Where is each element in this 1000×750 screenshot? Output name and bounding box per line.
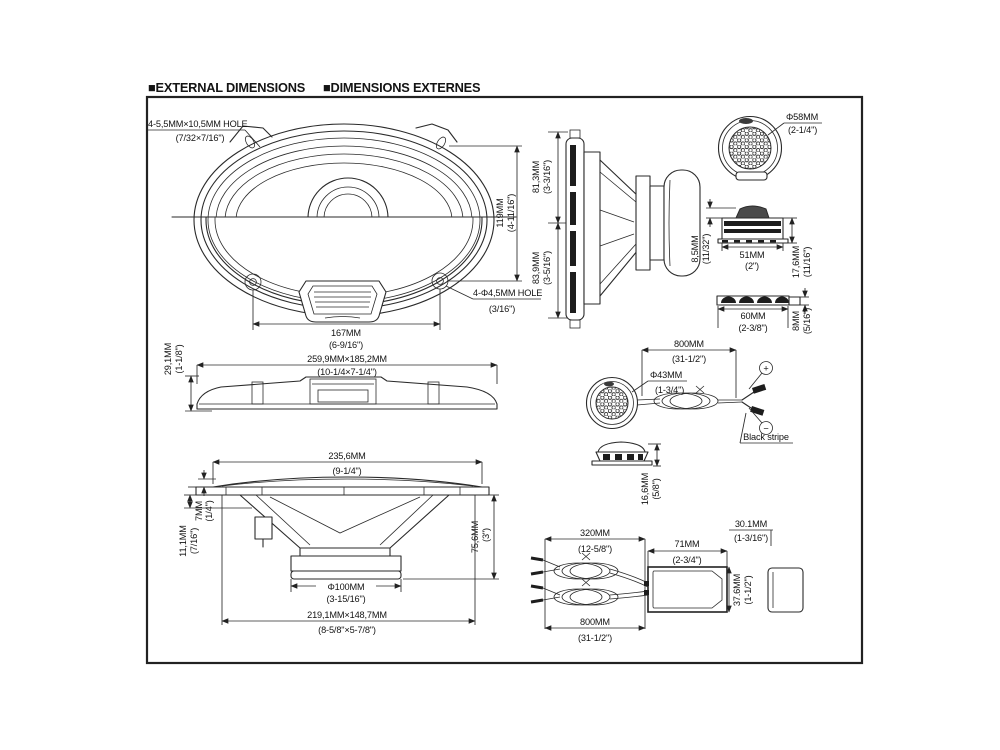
mount-tab-right xyxy=(415,123,458,143)
tweeter-mount-view: 16,6MM (5/8") xyxy=(591,441,661,505)
dim-mount-mm: 16,6MM xyxy=(640,473,650,505)
dim-grh-in: (5/16") xyxy=(802,308,812,334)
screw-hole-left xyxy=(244,273,262,291)
svg-text:+: + xyxy=(763,363,768,373)
tweeter-mesh-small xyxy=(595,386,629,420)
dim-wire-mm: 800MM xyxy=(674,339,704,349)
dim-xbw-in: (2-3/4") xyxy=(672,555,701,565)
dim-upper-in: (3-3/16") xyxy=(542,160,552,194)
diagram-border xyxy=(145,95,864,665)
dim-twh-mm: 17,6MM xyxy=(791,246,801,278)
dim-cutout-mm: 219,1MM×148,7MM xyxy=(307,610,387,620)
dim-grh-mm: 8MM xyxy=(791,311,801,331)
dim-xw1-in: (12-5/8") xyxy=(578,544,612,554)
label-hole-top-mm: 4-5,5MM×10,5MM HOLE xyxy=(148,119,248,129)
crossover-side-box xyxy=(767,567,804,613)
dim-grille-in: (1/4") xyxy=(204,500,214,521)
plus-terminal-icon: + xyxy=(748,361,773,390)
crossover-leads xyxy=(530,556,561,604)
label-hole-bottom-mm: 4-Φ4,5MM HOLE xyxy=(473,288,542,298)
dim-xbd-in: (1-3/16") xyxy=(734,533,768,543)
dim-magnet-mm: Φ100MM xyxy=(327,582,364,592)
dim-tw-dia-mm: Φ58MM xyxy=(786,112,818,122)
tweeter-grille-side-view: 60MM (2-3/8") 8MM (5/16") xyxy=(716,288,812,334)
dim-tww-in: (2") xyxy=(745,261,759,271)
dim-cutout-in: (8-5/8"×5-7/8") xyxy=(318,625,376,635)
dim-width-in: (9-1/4") xyxy=(332,466,361,476)
dim-pitch-mm: 167MM xyxy=(331,328,361,338)
label-hole-top-in: (7/32×7/16") xyxy=(176,133,225,143)
dust-cap-outer xyxy=(307,177,389,217)
dim-depth-in: (1-1/8") xyxy=(174,344,184,373)
crossover-box xyxy=(647,566,728,613)
crossover-view: 320MM (12-5/8") 71MM (2-3/4") 30.1MM (1-… xyxy=(530,519,804,643)
dim-protrusion-in: (7/16") xyxy=(189,528,199,554)
dim-xbd-mm: 30.1MM xyxy=(735,519,767,529)
woofer-side-view: 81,3MM (3-3/16") 83,9MM (3-5/16") xyxy=(531,129,701,329)
dim-twd-in: (1-3/4") xyxy=(655,385,684,395)
black-stripe-label: Black stripe xyxy=(743,432,789,442)
dim-size-in: (10-1/4×7-1/4") xyxy=(317,367,377,377)
header-title-en: ■EXTERNAL DIMENSIONS xyxy=(148,80,306,95)
dim-wire-in: (31-1/2") xyxy=(672,354,706,364)
dim-size-mm: 259,9MM×185,2MM xyxy=(307,354,387,364)
terminal-housing xyxy=(298,280,387,323)
dim-tww-mm: 51MM xyxy=(740,250,765,260)
dim-xbh-in: (1-1/2") xyxy=(743,575,753,604)
dim-dome-in: (11/32") xyxy=(701,234,711,265)
dim-height-in: (4-11/16") xyxy=(506,194,516,232)
dim-grille-mm: 7MM xyxy=(194,501,204,521)
dim-xbw-mm: 71MM xyxy=(675,539,700,549)
dim-depth-mm: 29,1MM xyxy=(163,343,173,375)
header-title-fr: ■DIMENSIONS EXTERNES xyxy=(323,80,481,95)
dim-upper-mm: 81,3MM xyxy=(531,161,541,193)
dim-pitch-in: (6-9/16") xyxy=(329,340,363,350)
dim-tw-dia-in: (2-1/4") xyxy=(788,125,817,135)
mount-tab-left xyxy=(229,125,273,143)
dim-grw-mm: 60MM xyxy=(741,311,766,321)
dim-protrusion-mm: 11,1MM xyxy=(178,525,188,557)
dim-xw1-mm: 320MM xyxy=(580,528,610,538)
woofer-section-view: 235,6MM (9-1/4") 7MM (1/4") xyxy=(178,451,499,635)
brand-logo-small xyxy=(604,381,614,387)
minus-terminal-icon: − xyxy=(748,407,773,435)
dim-lower-mm: 83,9MM xyxy=(531,252,541,284)
svg-text:−: − xyxy=(763,423,768,433)
tweeter-dome xyxy=(735,205,770,219)
brand-logo xyxy=(739,118,753,124)
dim-xbh-mm: 37.6MM xyxy=(732,574,742,606)
dim-depth2-in: (3") xyxy=(481,528,491,542)
label-hole-bottom-in: (3/16") xyxy=(489,304,515,314)
dim-magnet-in: (3-15/16") xyxy=(326,594,365,604)
dim-xw2-in: (31-1/2") xyxy=(578,633,612,643)
dim-xw2-mm: 800MM xyxy=(580,617,610,627)
tweeter-front-view: Φ58MM (2-1/4") xyxy=(717,112,822,181)
woofer-front-view: 119MM (4-11/16") 167MM (6-9/16") 4-5,5MM… xyxy=(148,119,542,350)
tweeter-mesh xyxy=(728,126,772,170)
dim-lower-in: (3-5/16") xyxy=(542,251,552,285)
dim-width-mm: 235,6MM xyxy=(328,451,365,461)
dim-grw-in: (2-3/8") xyxy=(738,323,767,333)
dim-mount-in: (5/8") xyxy=(651,478,661,499)
tweeter-side-view: 8,5MM (11/32") 17,6MM (11/16") 51MM (2") xyxy=(690,199,812,278)
woofer-top-view: 259,9MM×185,2MM (10-1/4×7-1/4") 29,1MM (… xyxy=(163,343,498,412)
dim-dome-mm: 8,5MM xyxy=(690,235,700,262)
dim-twh-in: (11/16") xyxy=(802,247,812,278)
tweeter-wire-view: 800MM (31-1/2") Φ43MM (1-3/4") + xyxy=(585,339,793,444)
dim-twd-mm: Φ43MM xyxy=(650,370,682,380)
dim-height-mm: 119MM xyxy=(495,198,505,227)
section-terminal xyxy=(254,516,273,540)
